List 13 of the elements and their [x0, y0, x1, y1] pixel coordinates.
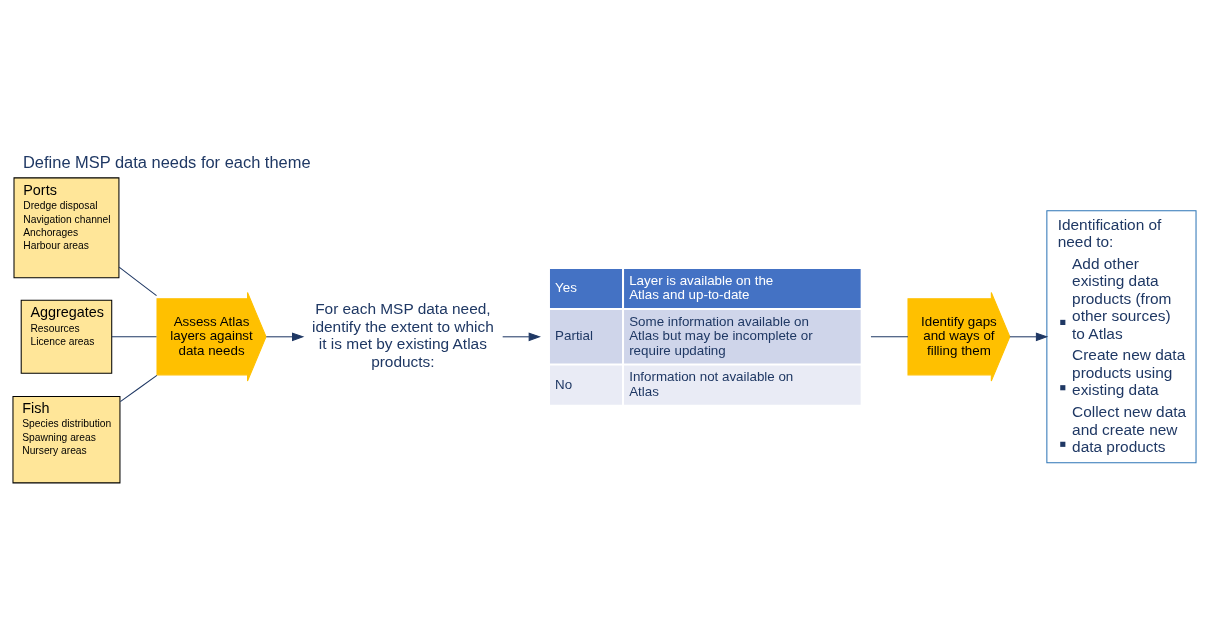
node-box: Ports Dredge disposal Navigation channel Anchorages Harbour areas [13, 177, 120, 279]
node-box: Fish Species distribution Spawning areas Nursery areas [12, 395, 121, 484]
arrow [1009, 332, 1049, 342]
connector [119, 374, 158, 403]
arrow [502, 332, 541, 342]
node-box: Identification of need to: Add other existing data products (from other sources) to Atlas Create new data products using existing data Collect new data and create new data products [1046, 210, 1197, 464]
diagram-title: Define MSP data needs for each theme [23, 153, 311, 172]
arrow [265, 332, 305, 342]
connector [870, 336, 909, 338]
connector [118, 266, 158, 297]
node-box: Aggregates Resources Licence areas [20, 299, 113, 374]
node-text: For each MSP data need, identify the extent to which it is met by existing Atlas products: [311, 300, 494, 370]
connector [111, 336, 157, 338]
